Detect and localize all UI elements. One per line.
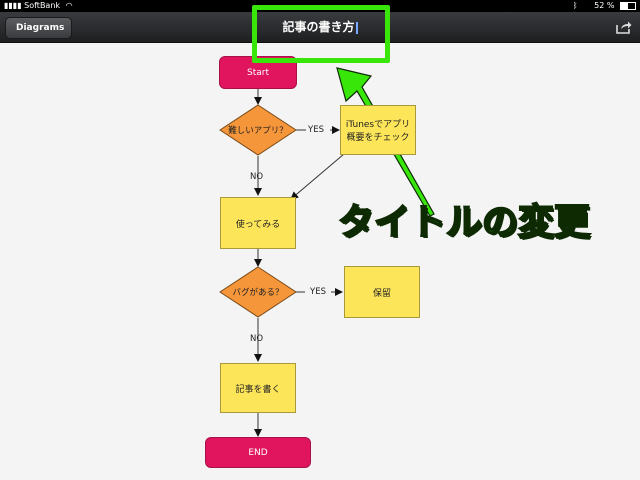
- title-field[interactable]: 記事の書き方: [260, 17, 380, 37]
- check-itunes-line2: 概要をチェック: [346, 133, 410, 143]
- decision-has-bug[interactable]: バグがある？: [220, 267, 296, 317]
- carrier-label: SoftBank: [24, 1, 61, 10]
- check-itunes-node[interactable]: iTunesでアプリ 概要をチェック: [340, 105, 416, 155]
- bluetooth-icon: ᛒ: [572, 1, 578, 10]
- edge-label-yes-2: YES: [310, 287, 326, 297]
- status-right: ᛒ 52 %: [573, 0, 636, 12]
- decision-difficult-app-shape[interactable]: [219, 104, 297, 156]
- end-node[interactable]: END: [205, 437, 311, 468]
- edge-label-yes-1: YES: [308, 125, 324, 135]
- wifi-icon: ◠: [65, 1, 73, 10]
- write-article-node[interactable]: 記事を書く: [220, 363, 296, 413]
- signal-icon: ▮▮▮▮: [4, 1, 22, 10]
- battery-icon: [620, 1, 636, 10]
- share-icon[interactable]: [616, 20, 632, 34]
- status-left: ▮▮▮▮ SoftBank ◠: [4, 0, 73, 12]
- diagram-canvas[interactable]: Start 難しいアプリ？ YES NO iTunesでアプリ 概要をチェック …: [0, 43, 640, 480]
- edge-label-no-2: NO: [250, 334, 264, 344]
- check-itunes-line1: iTunesでアプリ: [345, 120, 411, 130]
- diagrams-back-button[interactable]: Diagrams: [5, 17, 73, 39]
- flow-connectors: [219, 67, 435, 437]
- annotation-title-change: タイトルの変更: [337, 201, 591, 244]
- text-caret: [355, 21, 358, 34]
- title-highlight-box: [252, 5, 390, 63]
- hold-node[interactable]: 保留: [344, 266, 420, 318]
- annotation-arrow: [336, 67, 435, 217]
- edge-label-no-1: NO: [250, 172, 264, 182]
- title-text: 記事の書き方: [282, 20, 355, 34]
- decision-difficult-app-label: 難しいアプリ？: [228, 126, 288, 136]
- try-it-node[interactable]: 使ってみる: [220, 197, 296, 249]
- decision-has-bug-shape[interactable]: [219, 266, 297, 318]
- navigation-bar: Diagrams 記事の書き方: [0, 12, 640, 43]
- battery-label: 52 %: [594, 1, 615, 10]
- decision-has-bug-label: バグがある？: [232, 288, 284, 298]
- decision-difficult-app[interactable]: 難しいアプリ？: [220, 105, 296, 155]
